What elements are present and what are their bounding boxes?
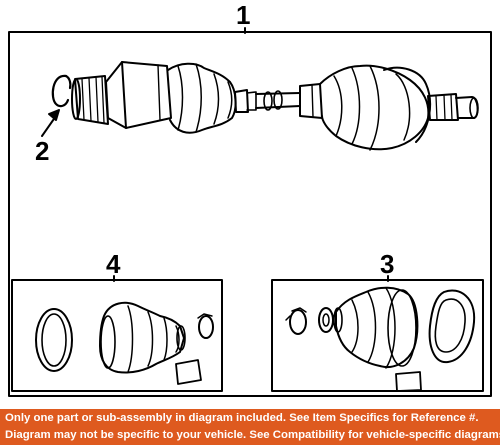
boot-clamp-icon <box>197 313 214 339</box>
boot-clamp-icon <box>35 308 73 372</box>
inner-boot-kit-frame <box>11 279 223 392</box>
cv-boot-icon <box>99 301 186 374</box>
retaining-ring-icon <box>51 74 72 108</box>
grease-packet-icon <box>395 371 422 392</box>
parts-diagram <box>8 27 492 397</box>
disclaimer-line-2: Diagram may not be specific to your vehi… <box>5 429 500 441</box>
callout-3-label: 3 <box>380 249 395 279</box>
boot-clamp-icon <box>285 307 307 335</box>
callout-4-label: 4 <box>106 249 121 279</box>
boot-collar-icon <box>318 307 334 333</box>
outer-boot-kit-frame <box>271 279 484 392</box>
assembly-frame <box>8 27 492 397</box>
disclaimer-banner: Only one part or sub-assembly in diagram… <box>0 409 500 445</box>
boot-clamp-icon <box>428 289 476 364</box>
outer-boot-kit <box>285 286 476 392</box>
cv-boot-icon <box>333 286 419 369</box>
inner-boot-kit <box>35 301 214 385</box>
disclaimer-line-1: Only one part or sub-assembly in diagram… <box>5 412 479 424</box>
cv-axle-shaft-icon <box>71 61 479 151</box>
callout-1-label: 1 <box>236 0 251 30</box>
callout-2-label: 2 <box>35 136 50 166</box>
grease-packet-icon <box>175 359 202 385</box>
callout-2-arrow <box>41 109 60 137</box>
